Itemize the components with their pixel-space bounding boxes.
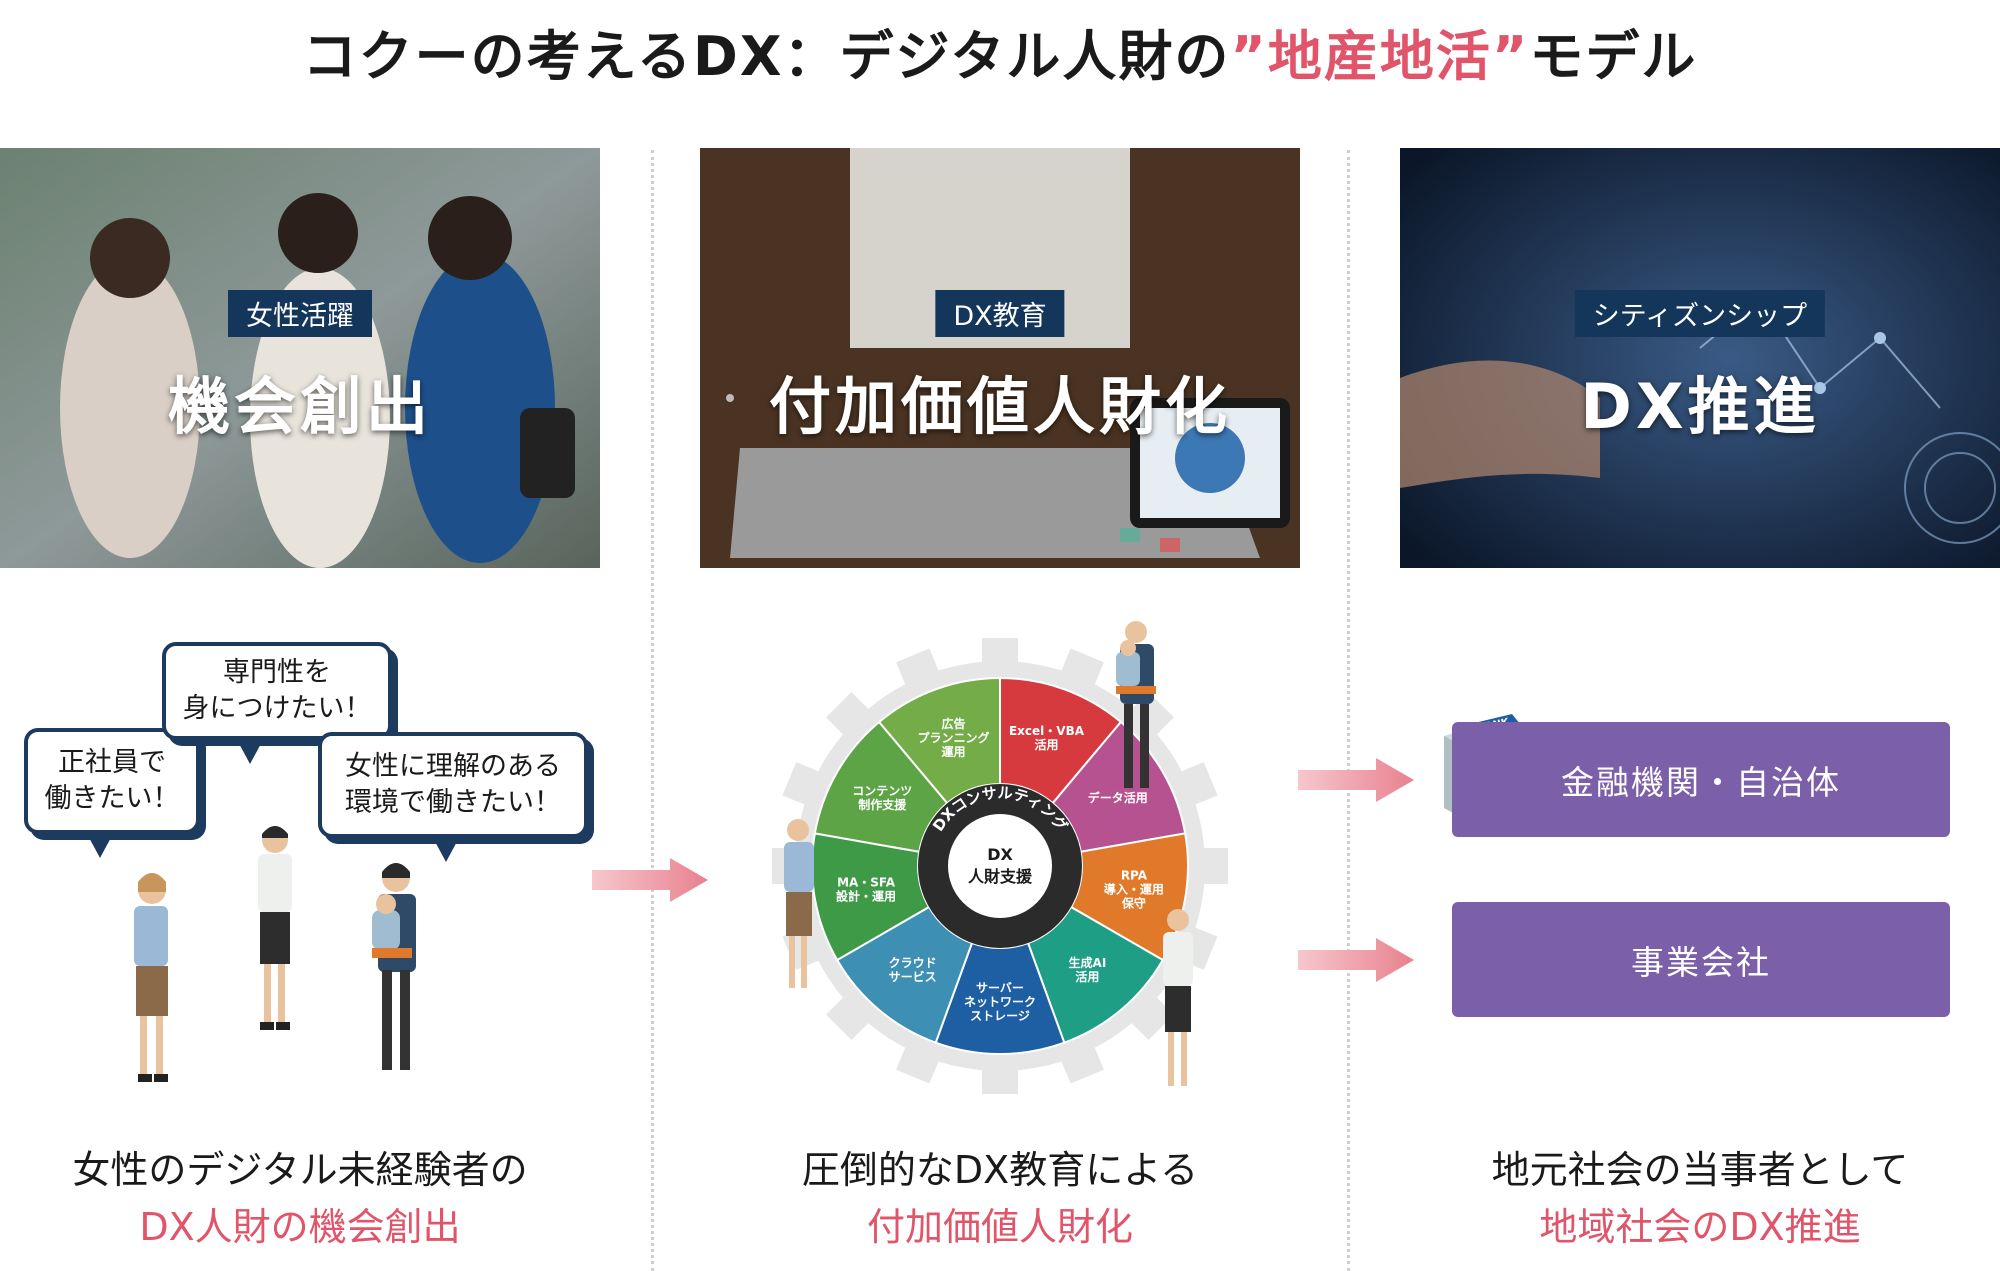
wheel-segment-label: 広告プランニング運用 <box>917 716 989 759</box>
heading-value-talent: 付加価値人財化 <box>768 370 1231 443</box>
destination-companies: 事業会社 <box>1452 902 1950 1017</box>
caption-opportunity: 女性のデジタル未経験者の DX人財の機会創出 <box>0 1142 600 1256</box>
caption-line: 女性のデジタル未経験者の <box>72 1148 528 1192</box>
heading-opportunity: 機会創出 <box>167 370 432 443</box>
column-divider <box>651 150 654 1271</box>
wheel-center-label: 人財支援 <box>968 867 1033 886</box>
wheel-segment-label: クラウドサービス <box>889 956 937 984</box>
title-main: コクーの考えるDX：デジタル人財の <box>302 25 1231 88</box>
badge-citizenship: シティズンシップ <box>1574 290 1826 337</box>
badge-women-activity: 女性活躍 <box>228 290 372 337</box>
bubble-text: 働きたい！ <box>44 783 180 814</box>
column-divider <box>1347 150 1350 1271</box>
arrow-right-icon <box>592 858 708 902</box>
photo-laptop-desk: DX教育 付加価値人財化 <box>700 148 1300 568</box>
woman-figure <box>784 819 814 988</box>
woman-figure <box>134 873 168 1082</box>
bubble-text: 環境で働きたい！ <box>345 787 561 818</box>
caption-promotion: 地元社会の当事者として 地域社会のDX推進 <box>1400 1142 2000 1256</box>
bubble-tail <box>236 738 264 764</box>
laptop-desk-image <box>700 148 1300 568</box>
bubble-text: 専門性を <box>223 656 331 688</box>
woman-with-child-figure <box>1116 621 1156 788</box>
women-walking-image <box>0 148 600 568</box>
wheel-center <box>948 814 1052 918</box>
title-highlight: ”地産地活” <box>1230 25 1530 88</box>
bubble-text: 正社員で <box>58 746 166 778</box>
digital-tech-image <box>1400 148 2000 568</box>
arrow-right-icon <box>1298 938 1414 982</box>
caption-education: 圧倒的なDX教育による 付加価値人財化 <box>700 1142 1300 1256</box>
bubble-text: 女性に理解のある <box>345 750 561 782</box>
caption-highlight: DX人財の機会創出 <box>139 1205 461 1249</box>
bubble-tail <box>432 836 460 862</box>
woman-with-child-figure <box>372 863 416 1070</box>
wheel-segment-label: コンテンツ制作支援 <box>852 784 912 812</box>
bubble-text: 身につけたい！ <box>182 693 372 724</box>
bubble-tail <box>86 832 114 858</box>
photo-women-walking: 女性活躍 機会創出 <box>0 148 600 568</box>
speech-bubble-fulltime: 正社員で 働きたい！ <box>24 728 200 858</box>
badge-dx-education: DX教育 <box>935 290 1065 337</box>
caption-line: 地元社会の当事者として <box>1491 1148 1909 1192</box>
speech-bubble-expertise: 専門性を 身につけたい！ <box>162 642 392 764</box>
caption-highlight: 地域社会のDX推進 <box>1539 1205 1861 1249</box>
destination-financial-institutions: 金融機関・自治体 <box>1452 722 1950 837</box>
caption-line: 圧倒的なDX教育による <box>801 1148 1199 1192</box>
heading-dx-promotion: DX推進 <box>1580 370 1820 443</box>
wheel-center-label: DX <box>987 845 1013 864</box>
wheel-segment-label: サーバーネットワークストレージ <box>964 981 1036 1023</box>
woman-figure <box>1163 909 1193 1086</box>
page-title: コクーの考えるDX：デジタル人財の”地産地活”モデル <box>0 12 2000 91</box>
woman-figure <box>258 826 292 1030</box>
speech-bubble-environment: 女性に理解のある 環境で働きたい！ <box>318 732 588 862</box>
caption-highlight: 付加価値人財化 <box>866 1205 1133 1249</box>
title-suffix: モデル <box>1529 25 1698 88</box>
women-figures-illustration <box>134 826 416 1082</box>
arrow-right-icon <box>1298 758 1414 802</box>
wheel-segment-label: データ活用 <box>1088 790 1148 805</box>
photo-digital-tech: シティズンシップ DX推進 <box>1400 148 2000 568</box>
